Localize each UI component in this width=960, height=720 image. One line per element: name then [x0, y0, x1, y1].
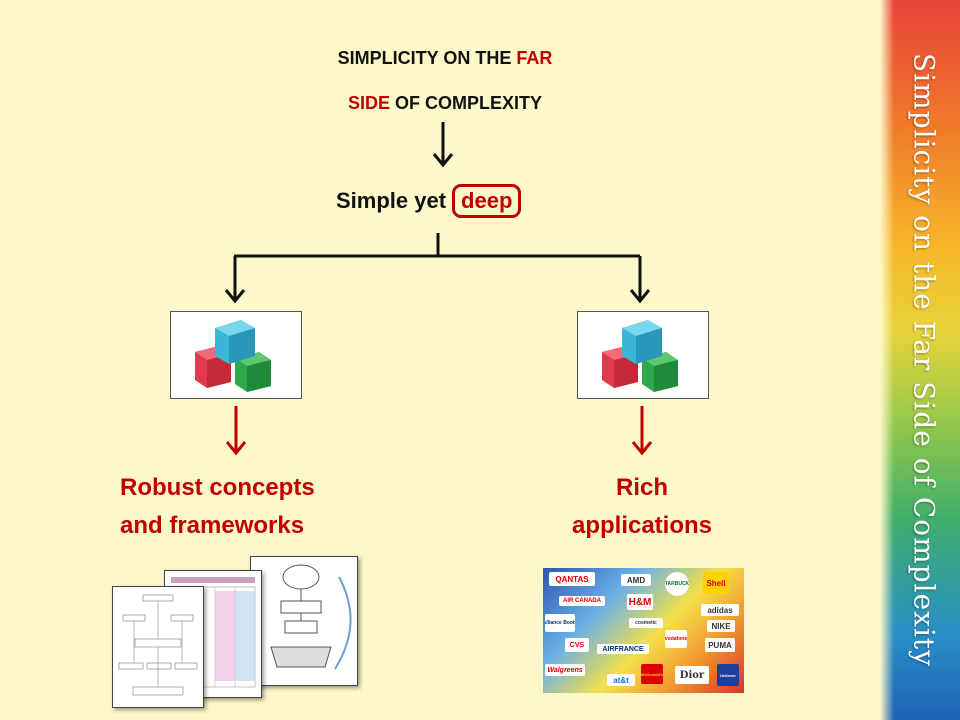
deep-highlight-box: deep	[452, 184, 522, 218]
brand-logos-collage: QANTAS AMD STARBUCKS Shell AIR CANADA H&…	[543, 568, 744, 693]
title-accent-far: FAR	[516, 48, 553, 68]
logo-puma: PUMA	[705, 638, 735, 652]
title-line-1: SIMPLICITY ON THE FAR	[300, 48, 590, 69]
framework-documents-image	[112, 556, 362, 708]
document-sketch	[250, 556, 358, 686]
logo-vodafone: vodafone	[665, 630, 687, 648]
arrow-left-red	[225, 406, 247, 456]
title-line-2-text: OF COMPLEXITY	[390, 93, 543, 113]
logo-amd: AMD	[621, 574, 651, 586]
logo-adidas: adidas	[701, 604, 739, 616]
title-line-1-text: SIMPLICITY ON THE	[337, 48, 517, 68]
label-rich-applications: Rich applications	[552, 469, 732, 545]
arrow-right-red	[631, 406, 653, 456]
sketch-diagram-icon	[270, 564, 352, 670]
label-robust-concepts: Robust concepts and frameworks	[120, 469, 315, 545]
logo-nike: NIKE	[707, 620, 735, 632]
logo-unilever: Unilever	[717, 664, 739, 686]
label-rich-line-2: applications	[571, 512, 713, 539]
logo-cvs: CVS	[565, 638, 589, 652]
logo-dior: Dior	[675, 666, 709, 684]
logo-air-canada: AIR CANADA	[559, 596, 605, 606]
rainbow-sidebar: Simplicity on the Far Side of Complexity	[880, 0, 960, 720]
arrow-title-to-center	[432, 122, 454, 168]
grid-table-icon	[170, 577, 256, 688]
logo-alliance-boots: Alliance Boots	[545, 614, 575, 632]
logo-shell: Shell	[703, 572, 729, 594]
building-blocks-image-right	[577, 311, 709, 399]
logo-att: at&t	[607, 674, 635, 686]
logo-cosmetic: cosmetic	[629, 618, 663, 628]
sidebar-fade	[880, 0, 894, 720]
simple-yet-text: Simple yet	[336, 188, 447, 213]
label-rich-line-1: Rich	[615, 474, 668, 501]
building-blocks-image-left	[170, 311, 302, 399]
cubes-icon	[195, 320, 271, 392]
sidebar-vertical-title: Simplicity on the Far Side of Complexity	[907, 53, 941, 667]
title-line-2: SIDE OF COMPLEXITY	[300, 93, 590, 114]
document-flowchart	[112, 586, 204, 708]
title-accent-side: SIDE	[347, 93, 390, 113]
logo-qantas: QANTAS	[549, 572, 595, 586]
logo-airfrance: AIRFRANCE	[597, 644, 649, 654]
logo-walgreens: Walgreens	[545, 664, 585, 676]
cubes-icon	[602, 320, 678, 392]
logo-mcdonalds: McDonald's	[641, 664, 663, 684]
branch-connector	[224, 233, 651, 304]
label-robust-line-2: and frameworks	[120, 512, 305, 539]
label-robust-line-1: Robust concepts	[120, 474, 315, 501]
flowchart-icon	[118, 594, 198, 696]
logo-hm: H&M	[627, 594, 653, 610]
logo-starbucks: STARBUCKS	[665, 572, 689, 596]
simple-yet-deep: Simple yet deep	[336, 182, 522, 220]
